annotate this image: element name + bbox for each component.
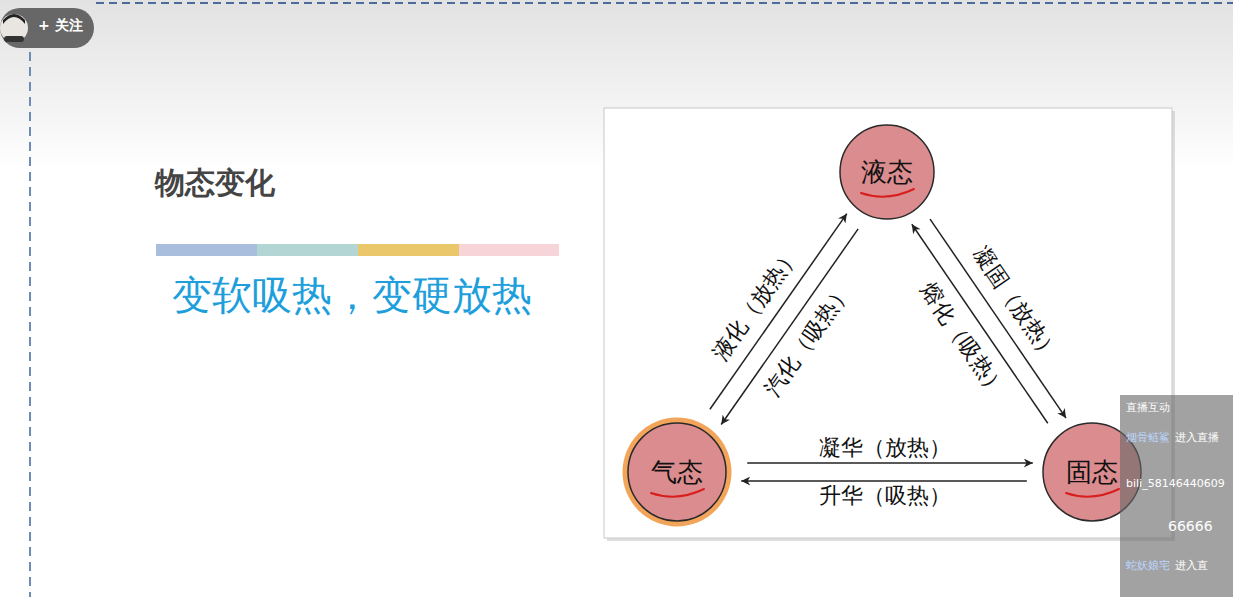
phase-arrow (741, 480, 1027, 482)
state-circle: 液态 (839, 124, 935, 220)
avatar-body (4, 36, 24, 42)
avatar-hair (3, 14, 25, 24)
state-name: 固态 (1066, 455, 1118, 490)
slide-title: 物态变化 (155, 166, 275, 201)
phase-arrow (747, 462, 1033, 464)
dashed-border (29, 52, 31, 597)
chat-message: 进入直 (1175, 560, 1208, 573)
color-bar (358, 244, 459, 256)
state-name: 液态 (861, 155, 913, 190)
state-circle: 气态 (622, 417, 732, 527)
color-bar (156, 244, 257, 256)
avatar (0, 14, 28, 42)
color-bar (459, 244, 559, 256)
circle-shape (840, 125, 934, 219)
chat-message: 进入直播 (1175, 432, 1219, 445)
follow-pill (0, 8, 94, 48)
chat-user: 蛇妖娘宅 (1126, 560, 1170, 573)
handwritten-note: 变软吸热，变硬放热 (172, 272, 532, 318)
chat-user: bili_58146440609 (1126, 478, 1225, 491)
dashed-border (96, 2, 1233, 4)
circle-shape (628, 423, 726, 521)
diagram-frame (604, 108, 1172, 538)
follow-button: + 关注 (38, 17, 83, 33)
highlight-ring (623, 418, 732, 527)
chat-heading: 直播互动 (1126, 402, 1170, 415)
red-annotation (861, 189, 914, 197)
chat-user: 烟骨鲢鲨 (1126, 432, 1170, 445)
red-annotation (651, 489, 704, 497)
state-name: 气态 (651, 455, 703, 490)
node-text-wrap: 气态 (622, 417, 732, 527)
process-label: 升华（吸热） (819, 484, 951, 508)
node-text-wrap: 液态 (839, 124, 935, 220)
chat-message: 66666 (1168, 518, 1213, 534)
process-label: 凝华（放热） (819, 436, 951, 460)
red-annotation (1066, 489, 1119, 497)
color-bar (257, 244, 358, 256)
